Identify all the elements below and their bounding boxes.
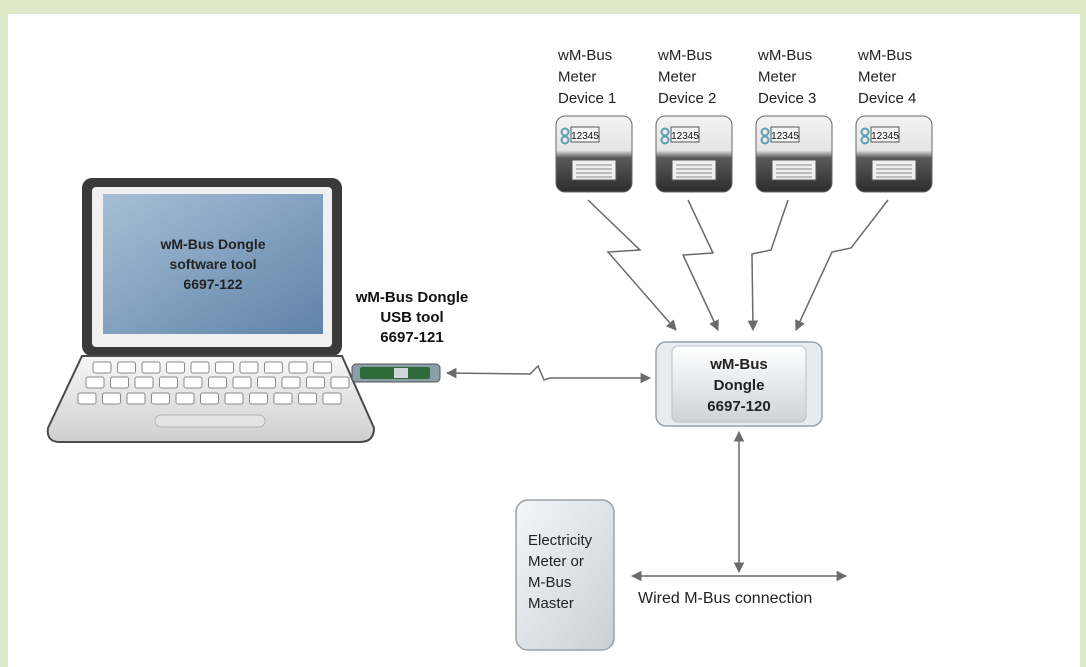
radio-link-meter-2 [681,199,719,331]
radio-link-meter-1 [587,199,677,331]
keyboard-key [232,376,252,389]
keyboard-key [224,392,244,405]
meter-display [670,126,700,143]
master-label-2: Meter or [528,553,584,570]
laptop-keyboard [77,361,350,405]
keyboard-key [102,392,121,405]
radio-link-meter-3 [747,199,789,332]
meter-label-4-3: Device 4 [858,90,916,107]
keyboard-key [249,392,268,405]
laptop-label-1: wM-Bus Dongle [160,236,266,252]
keyboard-key [330,376,350,389]
keyboard-key [273,392,293,405]
meter-led-icon [860,135,870,145]
meter-display-value: 12345 [671,131,699,142]
meter-led-icon [660,135,670,145]
keyboard-key [166,361,185,374]
keyboard-key [126,392,146,405]
meter-display-value: 12345 [771,131,799,142]
electricity-meter-body [515,499,615,651]
laptop: wM-Bus Dongle software tool 6697-122 [46,178,376,443]
keyboard-key [200,392,219,405]
keyboard-key [208,376,227,389]
usb-stick [351,363,441,383]
meter-label-2-3: Device 2 [658,90,716,107]
keyboard-key [215,361,234,374]
keyboard-key [85,376,105,389]
keyboard-key [257,376,276,389]
keyboard-key [322,392,342,405]
keyboard-key [313,361,332,374]
meter-led-icon [560,135,570,145]
laptop-label-2: software tool [169,256,256,272]
master-label-3: M-Bus [528,574,571,591]
wired-connection-label: Wired M-Bus connection [638,590,812,607]
keyboard-key [175,392,195,405]
laptop-label-3: 6697-122 [183,276,242,292]
laptop-touchpad [154,414,266,428]
meter-label-3-1: wM-Bus [757,47,812,64]
meter-label-1-3: Device 1 [558,90,616,107]
keyboard-key [183,376,203,389]
usb-stick-chip [394,368,408,378]
meter-label-3-2: Meter [758,69,796,86]
meter-label-4-1: wM-Bus [857,47,912,64]
dongle-label-2: Dongle [714,377,765,394]
keyboard-key [110,376,129,389]
master-label-4: Master [528,595,574,612]
keyboard-key [239,361,259,374]
meter-label-3-3: Device 3 [758,90,816,107]
dongle: wM-Bus Dongle 6697-120 [655,341,823,427]
keyboard-key [264,361,283,374]
meter-display-value: 12345 [571,131,599,142]
meter-display [570,126,600,143]
meter-label-4-2: Meter [858,69,896,86]
meter-display [770,126,800,143]
usb-tool-label-2: USB tool [380,309,443,326]
meter-display-value: 12345 [871,131,899,142]
keyboard-key [134,376,154,389]
radio-link-meter-4 [795,199,889,331]
dongle-label-3: 6697-120 [707,398,770,415]
meter-led-icon [760,135,770,145]
keyboard-key [298,392,317,405]
meter-label-1-1: wM-Bus [557,47,612,64]
electricity-meter: Electricity Meter or M-Bus Master [515,499,615,651]
wireless-link-usb-dongle [445,364,652,384]
meter-label-1-2: Meter [558,69,596,86]
keyboard-key [281,376,301,389]
master-label-1: Electricity [528,532,593,549]
meter-display [870,126,900,143]
dongle-label-1: wM-Bus [709,356,768,373]
keyboard-key [288,361,308,374]
keyboard-key [151,392,170,405]
usb-tool-label-1: wM-Bus Dongle [355,289,469,306]
keyboard-key [77,392,97,405]
keyboard-key [159,376,178,389]
keyboard-key [141,361,161,374]
usb-tool-label-3: 6697-121 [380,329,443,346]
laptop-screen [103,194,323,334]
keyboard-key [92,361,112,374]
dongle-body [671,345,807,423]
keyboard-key [117,361,136,374]
meter-label-2-2: Meter [658,69,696,86]
keyboard-key [306,376,325,389]
keyboard-key [190,361,210,374]
meter-label-2-1: wM-Bus [657,47,712,64]
